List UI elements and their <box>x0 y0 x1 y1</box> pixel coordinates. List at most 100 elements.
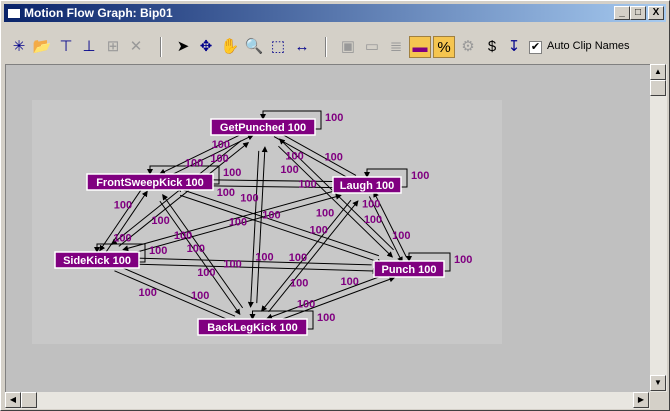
transition-edge[interactable] <box>175 186 380 257</box>
transition-edge[interactable] <box>256 146 268 304</box>
transition-edge[interactable] <box>278 145 394 258</box>
edge-weight-label: 100 <box>240 192 258 204</box>
scroll-down-button[interactable]: ▼ <box>650 375 666 391</box>
transition-edge[interactable] <box>278 138 394 251</box>
select-arrow-icon[interactable]: ➤ <box>176 38 190 55</box>
clip-node-blk[interactable]: BackLegKick 100 <box>197 318 308 336</box>
move-icon[interactable]: ✥ <box>199 38 213 55</box>
clip-node-box[interactable] <box>210 118 316 136</box>
delete-icon[interactable]: ✕ <box>129 38 143 55</box>
self-loop-edge[interactable] <box>249 310 314 330</box>
size-grip <box>650 392 667 409</box>
random-start-icon[interactable]: ↧ <box>507 38 521 55</box>
clip-node-label: FrontSweepKick 100 <box>96 177 204 189</box>
transition-edge[interactable] <box>99 189 142 252</box>
edge-weight-label: 100 <box>185 157 203 169</box>
transition-edge[interactable] <box>273 129 357 176</box>
title-bar[interactable]: Motion Flow Graph: Bip01 _ □ X <box>4 4 666 22</box>
clip-node-label: Punch 100 <box>381 264 436 276</box>
scroll-right-button[interactable]: ▶ <box>633 392 649 408</box>
vertical-scroll-thumb[interactable] <box>650 80 666 96</box>
clip-node-gp[interactable]: GetPunched 100 <box>210 118 316 136</box>
clip-node-box[interactable] <box>332 176 402 194</box>
clip-node-label: Laugh 100 <box>340 180 394 192</box>
edge-weight-label: 100 <box>289 252 307 264</box>
clip-node-la[interactable]: Laugh 100 <box>332 176 402 194</box>
minimize-button[interactable]: _ <box>614 6 630 20</box>
optimize-transitions-icon[interactable]: ⚙ <box>461 38 475 55</box>
transition-edge[interactable] <box>122 190 334 252</box>
motion-flow-graph[interactable]: 100 100 100 100 100 100 100 100 100 100 100 100 100 1… <box>6 65 651 393</box>
open-file-icon[interactable]: 📂 <box>32 38 52 55</box>
vertical-scrollbar[interactable]: ▲ ▼ <box>650 64 667 392</box>
percent-toggle-icon[interactable]: % <box>433 36 455 58</box>
edge-weight-label: 100 <box>285 150 303 162</box>
edge-weight-label: 100 <box>210 153 228 165</box>
edge-weight-label: 100 <box>280 164 298 176</box>
graph-region <box>32 100 502 344</box>
edge-weight-label: 100 <box>309 225 327 237</box>
insert-above-icon[interactable]: ⊥ <box>82 38 96 55</box>
transition-edge[interactable] <box>159 130 249 175</box>
transition-edge[interactable] <box>266 272 390 320</box>
transition-edge[interactable] <box>272 276 396 324</box>
edge-weight-label: 100 <box>191 290 209 302</box>
auto-clip-names-checkbox[interactable]: ✔ <box>529 41 542 54</box>
transition-edge[interactable] <box>162 193 244 309</box>
transition-edge[interactable] <box>118 142 250 247</box>
clip-node-box[interactable] <box>54 251 140 269</box>
clip-node-pu[interactable]: Punch 100 <box>373 260 445 278</box>
graph-canvas[interactable]: 100 100 100 100 100 100 100 100 100 100 100 100 100 1… <box>5 64 650 392</box>
clip-node-box[interactable] <box>373 260 445 278</box>
transition-edge[interactable] <box>368 196 403 263</box>
create-all-transitions-icon[interactable]: ⊞ <box>106 38 120 55</box>
transition-edge[interactable] <box>179 194 384 265</box>
scroll-left-button[interactable]: ◀ <box>5 392 21 408</box>
maximize-button[interactable]: □ <box>630 6 646 20</box>
edge-weight-label: 100 <box>364 214 382 226</box>
clip-node-box[interactable] <box>197 318 308 336</box>
insert-below-icon[interactable]: ⊤ <box>59 38 73 55</box>
transition-edge[interactable] <box>164 134 254 179</box>
transition-edge[interactable] <box>159 200 241 316</box>
transition-edge[interactable] <box>260 199 352 312</box>
transition-edge[interactable] <box>273 136 357 183</box>
transition-edge[interactable] <box>373 191 408 258</box>
horizontal-scrollbar[interactable]: ◀ ▶ <box>5 392 650 409</box>
edge-weight-label: 100 <box>325 112 343 124</box>
dollar-icon[interactable]: $ <box>487 38 497 55</box>
clip-box-icon[interactable]: ▭ <box>364 38 380 55</box>
clip-node-fsk[interactable]: FrontSweepKick 100 <box>86 173 214 191</box>
transition-edge[interactable] <box>127 255 372 266</box>
transition-edge[interactable] <box>114 270 237 324</box>
edge-weight-label: 100 <box>411 170 429 182</box>
transition-edge[interactable] <box>268 200 359 313</box>
self-loop-edge[interactable] <box>406 252 451 272</box>
transition-edge[interactable] <box>247 150 260 308</box>
create-clip-icon[interactable]: ✳ <box>12 38 26 55</box>
self-loop-edge[interactable] <box>364 168 408 188</box>
transition-edge[interactable] <box>110 140 242 245</box>
zoom-region-icon[interactable]: ⬚ <box>270 38 286 55</box>
auto-clip-names-label: Auto Clip Names <box>547 40 630 52</box>
show-scripts-icon[interactable]: ▣ <box>340 38 356 55</box>
self-loop-edge[interactable] <box>260 110 322 130</box>
horizontal-scroll-thumb[interactable] <box>21 392 37 408</box>
transition-edge[interactable] <box>112 263 236 317</box>
zoom-extents-icon[interactable]: ↔ <box>294 38 310 55</box>
transition-edge[interactable] <box>134 263 379 274</box>
edge-weight-label: 100 <box>290 277 308 289</box>
transition-edge[interactable] <box>130 193 342 255</box>
zoom-icon[interactable]: 🔍 <box>244 38 264 55</box>
edge-weight-label: 100 <box>316 208 334 220</box>
pan-hand-icon[interactable]: ✋ <box>220 38 240 55</box>
window-title: Motion Flow Graph: Bip01 <box>24 6 173 20</box>
scroll-up-button[interactable]: ▲ <box>650 64 666 80</box>
clip-node-sk[interactable]: SideKick 100 <box>54 251 140 269</box>
show-clips-toggle-icon[interactable]: ▬ <box>409 36 431 58</box>
edge-weight-label: 100 <box>392 230 410 242</box>
close-button[interactable]: X <box>648 6 664 20</box>
clip-node-box[interactable] <box>86 173 214 191</box>
transition-edge[interactable] <box>105 190 148 253</box>
list-properties-icon[interactable]: ≣ <box>389 38 403 55</box>
